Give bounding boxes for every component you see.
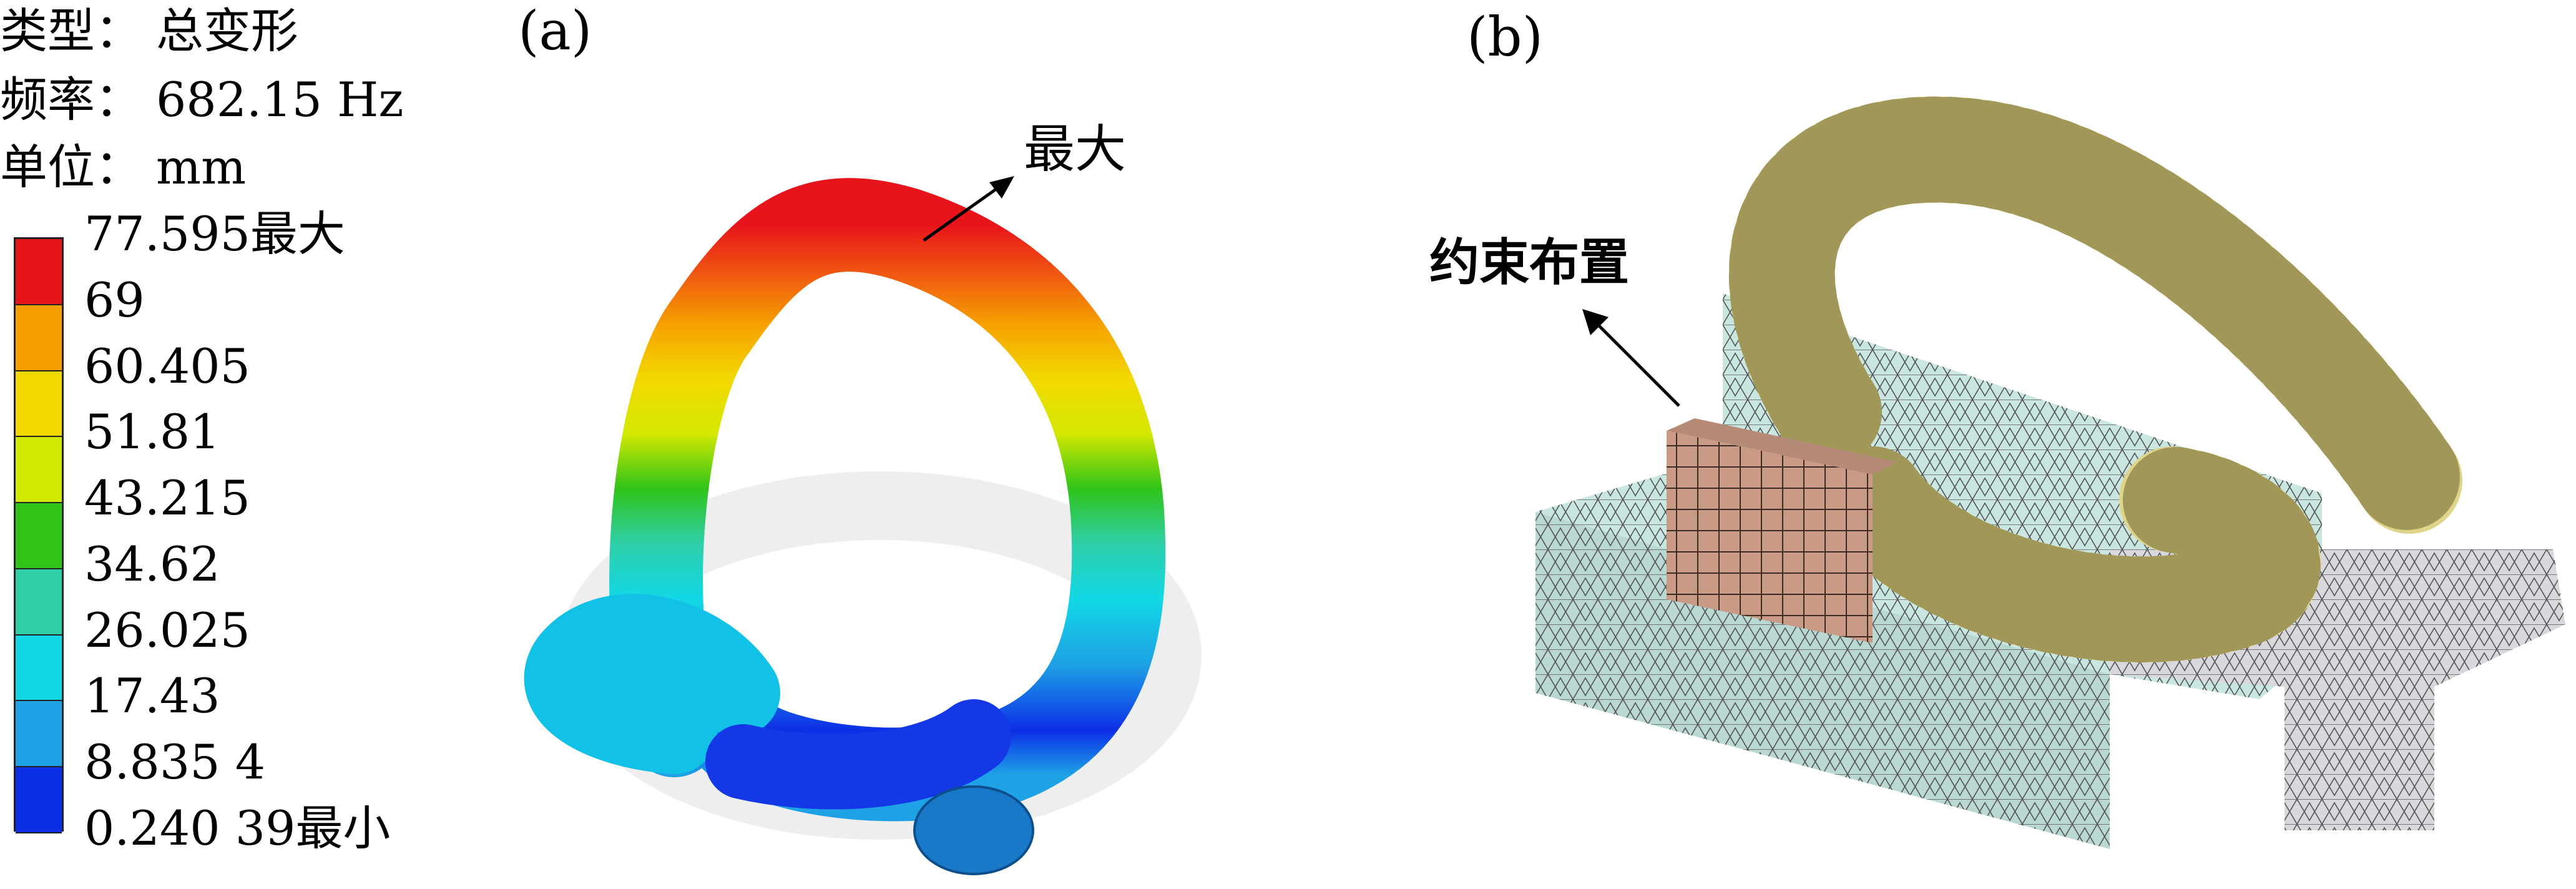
ring-bottom-band [705, 699, 1011, 810]
panel-b-label: (b) [1467, 6, 1544, 69]
constraint-arrow-head [1582, 309, 1609, 335]
legend-swatch [16, 503, 62, 569]
max-annotation: 最大 [1024, 120, 1127, 179]
constraint-annotation: 约束布置 [1429, 233, 1629, 292]
color-legend-bar [14, 237, 64, 833]
legend-swatch [16, 569, 62, 636]
result-type-value: 总变形 [156, 3, 298, 59]
legend-swatch [16, 371, 62, 438]
max-arrow [923, 185, 1000, 242]
frequency-line: 频率： 682.15 Hz [0, 69, 403, 131]
unit-line: 单位：mm [0, 136, 246, 199]
legend-value-label: 77.595最大 [84, 206, 345, 262]
frequency-value: 682.15 Hz [156, 72, 404, 127]
legend-swatch [16, 437, 62, 504]
constraint-clamp-block [1667, 418, 1898, 643]
legend-value-label: 34.62 [84, 536, 220, 592]
legend-swatch [16, 767, 62, 833]
unit-value: mm [156, 139, 247, 195]
ring-cut-end [913, 785, 1034, 875]
legend-swatch [16, 635, 62, 702]
ring-lower-left-loop [524, 594, 780, 774]
legend-swatch [16, 305, 62, 371]
panel-a-label: (a) [518, 0, 592, 62]
result-type-label: 类型： [0, 3, 142, 59]
legend-value-label: 26.025 [84, 602, 250, 658]
unit-label: 单位： [0, 139, 142, 195]
legend-value-label: 0.240 39最小 [84, 800, 391, 856]
max-arrow-head [989, 176, 1014, 199]
mesh-tube [1728, 96, 2462, 663]
constraint-arrow [1597, 323, 1680, 407]
legend-value-label: 51.81 [84, 404, 220, 460]
legend-value-label: 17.43 [84, 668, 220, 724]
legend-value-label: 43.215 [84, 470, 250, 526]
frequency-label: 频率： [0, 72, 142, 127]
legend-value-label: 69 [84, 272, 145, 328]
legend-value-label: 8.835 4 [84, 734, 266, 790]
legend-swatch [16, 239, 62, 305]
legend-value-label: 60.405 [84, 338, 250, 394]
result-type-line: 类型：总变形 [0, 0, 298, 62]
legend-swatch [16, 701, 62, 768]
